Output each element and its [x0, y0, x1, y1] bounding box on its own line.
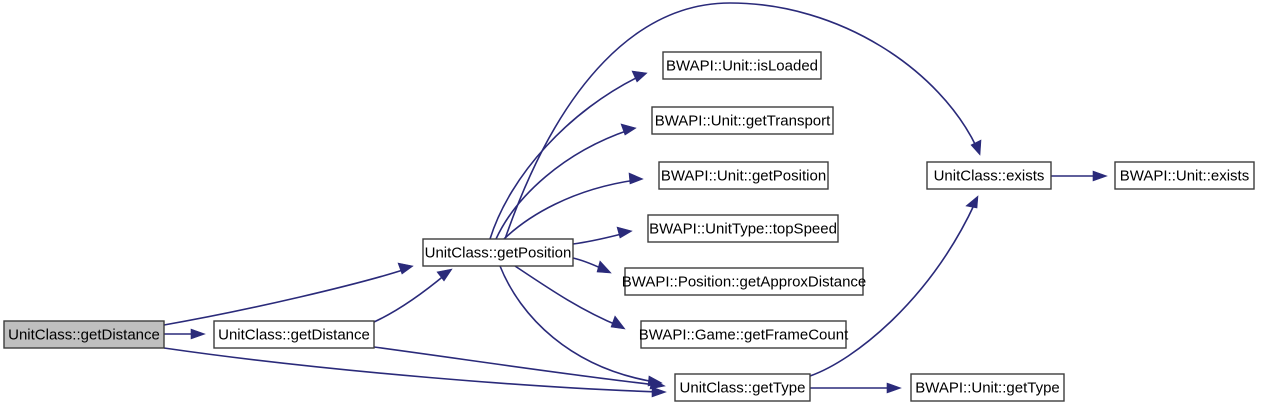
- call-edge-unitclass-getdistance-to-unitclass-gettype: [373, 346, 666, 390]
- edge-line: [163, 347, 661, 393]
- call-edge-unitclass-gettype-to-bwapi-unit-gettype: [810, 382, 902, 394]
- call-edge-unitclass-getposition-to-bwapi-unit-isloaded: [489, 70, 648, 240]
- edge-layer: [163, 2, 1108, 398]
- node-box[interactable]: [1114, 161, 1255, 190]
- node-label: UnitClass::exists: [934, 167, 1045, 184]
- call-edge-unitclass-getposition-to-unitclass-gettype: [499, 265, 663, 387]
- arrowhead-icon: [397, 262, 414, 275]
- arrowhead-icon: [190, 328, 206, 340]
- edge-line: [809, 202, 976, 377]
- arrowhead-icon: [631, 70, 648, 83]
- node-unitclass-gettype[interactable]: UnitClass::getType: [674, 373, 811, 402]
- arrowhead-icon: [965, 195, 979, 209]
- edge-line: [499, 265, 656, 383]
- call-edge-unitclass-getdistance-root-to-unitclass-gettype: [163, 347, 667, 398]
- node-label: BWAPI::Position::getApproxDistance: [622, 273, 867, 290]
- node-box[interactable]: [662, 51, 822, 80]
- arrowhead-icon: [620, 123, 637, 136]
- node-label: BWAPI::UnitType::topSpeed: [649, 220, 837, 237]
- edge-line: [514, 265, 620, 327]
- node-label: BWAPI::Unit::getTransport: [655, 112, 831, 129]
- node-box[interactable]: [422, 238, 574, 267]
- call-edge-unitclass-gettype-to-unitclass-exists: [809, 195, 979, 377]
- edge-line: [495, 129, 630, 240]
- node-label: BWAPI::Unit::isLoaded: [666, 57, 818, 74]
- node-unitclass-getdistance-root[interactable]: UnitClass::getDistance: [3, 320, 165, 349]
- node-box[interactable]: [647, 214, 839, 243]
- edge-line: [489, 75, 641, 240]
- call-edge-unitclass-getposition-to-unitclass-exists: [504, 2, 982, 240]
- node-bwapi-unit-gettransport[interactable]: BWAPI::Unit::getTransport: [651, 106, 834, 135]
- arrowhead-icon: [651, 386, 667, 398]
- node-unitclass-exists[interactable]: UnitClass::exists: [926, 161, 1052, 190]
- node-bwapi-position-getapproxdistance[interactable]: BWAPI::Position::getApproxDistance: [622, 267, 867, 296]
- node-box[interactable]: [640, 320, 847, 349]
- arrowhead-icon: [616, 226, 633, 239]
- node-bwapi-unit-gettype[interactable]: BWAPI::Unit::getType: [910, 373, 1065, 402]
- node-bwapi-unit-exists[interactable]: BWAPI::Unit::exists: [1114, 161, 1255, 190]
- node-bwapi-unit-isloaded[interactable]: BWAPI::Unit::isLoaded: [662, 51, 822, 80]
- node-box[interactable]: [3, 320, 165, 349]
- edge-line: [572, 232, 627, 245]
- arrowhead-icon: [628, 172, 644, 185]
- node-bwapi-unittype-topspeed[interactable]: BWAPI::UnitType::topSpeed: [647, 214, 839, 243]
- node-bwapi-unit-getposition[interactable]: BWAPI::Unit::getPosition: [658, 161, 829, 190]
- node-label: BWAPI::Unit::getPosition: [661, 167, 826, 184]
- node-box[interactable]: [213, 320, 375, 349]
- arrowhead-icon: [1092, 170, 1108, 182]
- node-label: UnitClass::getDistance: [218, 326, 370, 343]
- call-edge-unitclass-getposition-to-bwapi-game-getframecount: [514, 265, 626, 330]
- arrowhead-icon: [970, 139, 982, 156]
- arrowhead-icon: [596, 260, 612, 274]
- call-edge-unitclass-getposition-to-bwapi-position-getapproxdistance: [572, 257, 612, 274]
- node-bwapi-game-getframecount[interactable]: BWAPI::Game::getFrameCount: [639, 320, 849, 349]
- edge-line: [503, 179, 637, 240]
- call-edge-unitclass-getposition-to-bwapi-unit-getposition: [503, 172, 644, 240]
- node-box[interactable]: [651, 106, 834, 135]
- edge-line: [163, 268, 407, 326]
- node-label: BWAPI::Unit::exists: [1120, 167, 1249, 184]
- node-label: BWAPI::Game::getFrameCount: [639, 326, 849, 343]
- node-label: BWAPI::Unit::getType: [915, 379, 1060, 396]
- node-label: UnitClass::getPosition: [425, 244, 572, 261]
- call-edge-unitclass-getdistance-to-unitclass-getposition: [373, 268, 453, 323]
- arrowhead-icon: [647, 375, 663, 387]
- node-box[interactable]: [910, 373, 1065, 402]
- edge-line: [504, 2, 978, 240]
- node-layer: UnitClass::getDistance UnitClass::getDist…: [3, 51, 1255, 402]
- call-edge-unitclass-getdistance-root-to-unitclass-getdistance: [164, 328, 206, 340]
- node-box[interactable]: [926, 161, 1052, 190]
- arrowhead-icon: [436, 268, 453, 282]
- node-box[interactable]: [674, 373, 811, 402]
- node-unitclass-getposition[interactable]: UnitClass::getPosition: [422, 238, 574, 267]
- call-edge-unitclass-getposition-to-bwapi-unit-gettransport: [495, 123, 637, 240]
- arrowhead-icon: [886, 382, 902, 394]
- call-edge-unitclass-getposition-to-bwapi-unittype-topspeed: [572, 226, 633, 245]
- call-edge-unitclass-exists-to-bwapi-unit-exists: [1051, 170, 1108, 182]
- arrowhead-icon: [610, 315, 626, 330]
- node-box[interactable]: [658, 161, 829, 190]
- edge-line: [373, 346, 659, 386]
- edge-line: [373, 273, 447, 323]
- node-box[interactable]: [624, 267, 864, 296]
- node-label: UnitClass::getDistance: [8, 326, 160, 343]
- node-label: UnitClass::getType: [680, 379, 806, 396]
- node-unitclass-getdistance[interactable]: UnitClass::getDistance: [213, 320, 375, 349]
- call-edge-unitclass-getdistance-root-to-unitclass-getposition: [163, 262, 414, 326]
